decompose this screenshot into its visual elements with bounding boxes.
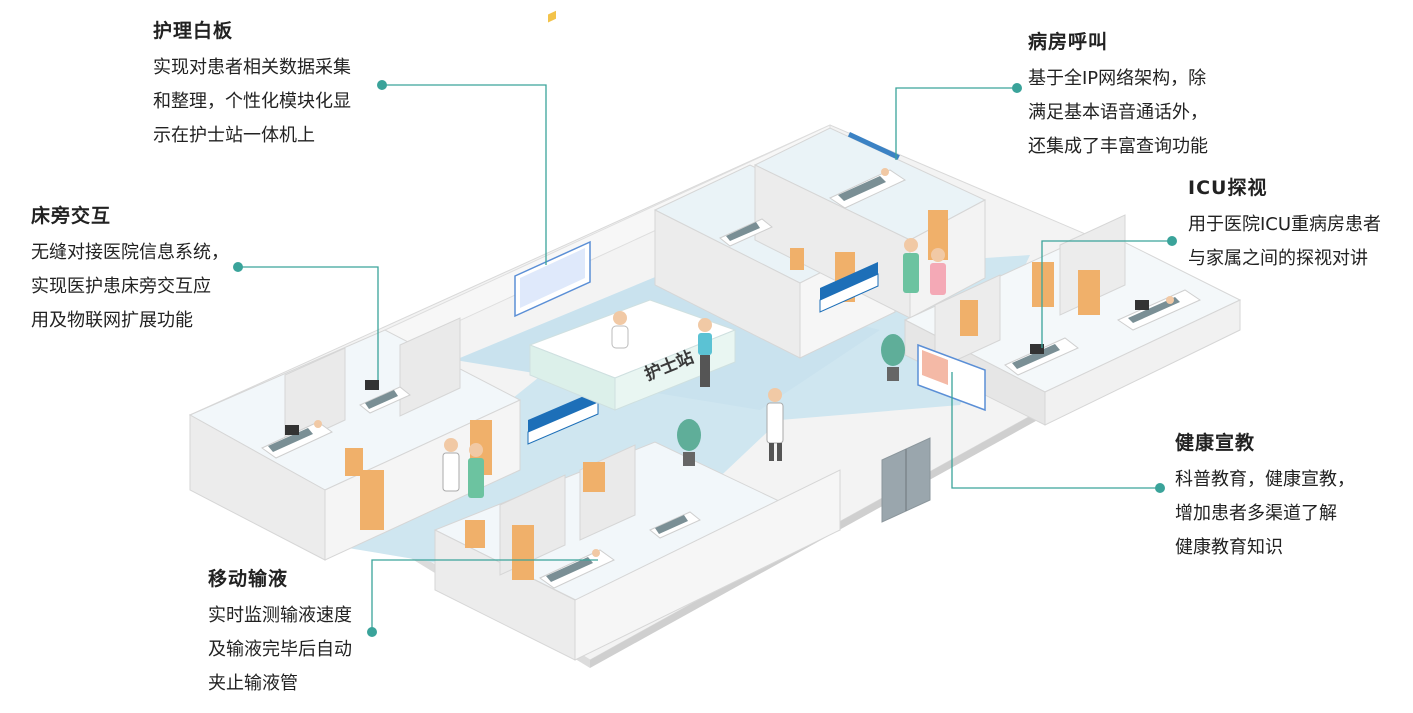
led-display-center [527,390,599,445]
callout-whiteboard: 护理白板 实现对患者相关数据采集 和整理，个性化模块化显 示在护士站一体机上 [153,16,351,153]
elevator [881,437,931,523]
door-bottom-1 [512,525,534,580]
callout-infusion: 移动输液 实时监测输液速度 及输液完毕后自动 夹止输液管 [208,564,352,701]
door-right-1 [1032,262,1054,307]
leader-dot-whiteboard [377,80,387,90]
nurses-top [903,238,946,295]
ward-call-strip [847,131,900,160]
callout-whiteboard-title: 护理白板 [153,20,234,42]
callout-bedside-title: 床旁交互 [31,205,112,227]
callout-ward-call-title: 病房呼叫 [1028,31,1109,53]
leader-whiteboard [382,84,547,265]
led-display-right [819,262,879,313]
plant-center [677,419,701,466]
callout-bedside-line: 无缝对接医院信息系统， [31,242,229,263]
callout-infusion-line: 及输液完毕后自动 [208,639,352,660]
visitor-at-station [698,318,712,387]
door-top-3 [790,248,804,270]
callout-education-line: 科普教育，健康宣教， [1175,469,1355,490]
callout-ward-call-line: 满足基本语音通话外， [1028,102,1208,123]
bed-top-right [828,168,907,209]
leader-dot-ward-call [1012,83,1022,93]
bed-icu-mid [1004,337,1079,376]
leader-infusion [371,559,598,632]
callout-whiteboard-line: 示在护士站一体机上 [153,125,315,146]
door-bottom-3 [465,520,485,548]
whiteboard-screen [514,10,591,318]
callout-icu-line: 与家属之间的探视对讲 [1188,248,1368,269]
nurse-at-station [611,311,629,349]
callout-education-line: 增加患者多渠道了解 [1175,503,1337,524]
bedside-terminal-left-2 [285,425,299,435]
bed-bottom-2 [649,511,701,539]
callout-education-title: 健康宣教 [1175,432,1256,454]
door-right-3 [960,300,978,336]
leader-bedside [238,266,379,380]
door-left-1 [360,470,384,530]
callout-bedside: 床旁交互 无缝对接医院信息系统， 实现医护患床旁交互应 用及物联网扩展功能 [31,201,229,338]
bed-left-2 [359,386,411,414]
callout-infusion-line: 实时监测输液速度 [208,605,352,626]
door-bottom-2 [583,462,605,492]
leader-dot-education [1155,483,1165,493]
leader-education [951,372,1160,489]
leader-dot-infusion [367,627,377,637]
bedside-terminal-icu-2 [1135,300,1149,310]
door-top-2 [928,210,948,260]
door-left-3 [345,448,363,476]
leader-icu [1041,240,1172,348]
callout-ward-call-line: 基于全IP网络架构，除 [1028,68,1207,89]
callout-education: 健康宣教 科普教育，健康宣教， 增加患者多渠道了解 健康教育知识 [1175,428,1355,565]
doctor-group-left [442,438,484,498]
plant-right [881,334,905,381]
callout-ward-call-line: 还集成了丰富查询功能 [1028,136,1208,157]
bedside-terminal-icu [1030,344,1044,354]
callout-ward-call: 病房呼叫 基于全IP网络架构，除 满足基本语音通话外， 还集成了丰富查询功能 [1028,27,1208,164]
callout-icu: ICU探视 用于医院ICU重病房患者 与家属之间的探视对讲 [1188,173,1381,276]
leader-dot-bedside [233,262,243,272]
callout-education-line: 健康教育知识 [1175,537,1283,558]
bed-top-left [719,218,773,247]
leader-dot-icu [1167,236,1177,246]
bedside-terminal-left [365,380,379,390]
leader-ward-call [895,87,1017,160]
callout-whiteboard-line: 和整理，个性化模块化显 [153,91,351,112]
callout-infusion-title: 移动输液 [208,568,289,590]
callout-infusion-line: 夹止输液管 [208,673,298,694]
callout-icu-line: 用于医院ICU重病房患者 [1188,214,1382,235]
callout-icu-title: ICU探视 [1188,177,1268,199]
doctor-corridor [766,388,784,461]
bed-icu-right [1116,289,1202,331]
callout-whiteboard-line: 实现对患者相关数据采集 [153,57,351,78]
callout-bedside-line: 用及物联网扩展功能 [31,310,193,331]
callout-bedside-line: 实现医护患床旁交互应 [31,276,211,297]
door-right-2 [1078,270,1100,315]
bed-left-1 [261,420,333,459]
